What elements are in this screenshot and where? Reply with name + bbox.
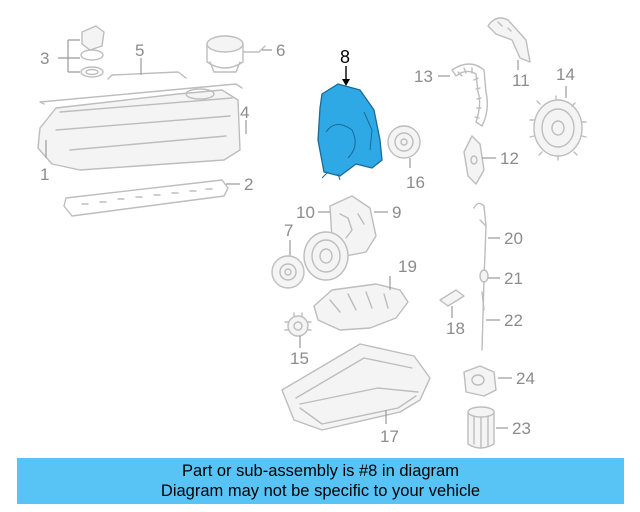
callout-16: 16 bbox=[406, 173, 425, 192]
callout-23: 23 bbox=[512, 419, 531, 438]
callout-14: 14 bbox=[556, 65, 575, 84]
parts-diagram: 3 5 6 1 4 2 8 16 bbox=[37, 17, 587, 449]
callout-21: 21 bbox=[504, 269, 523, 288]
callout-7: 7 bbox=[284, 221, 293, 240]
banner-line-2: Diagram may not be specific to your vehi… bbox=[160, 482, 481, 500]
camshaft-sprocket-part[interactable] bbox=[529, 95, 587, 161]
oil-filter-housing-part[interactable] bbox=[463, 365, 497, 397]
callout-3: 3 bbox=[40, 49, 49, 68]
callout-4: 4 bbox=[240, 103, 249, 122]
callout-8: 8 bbox=[340, 47, 350, 67]
callout-9: 9 bbox=[392, 203, 401, 222]
oil-filler-cap-part[interactable] bbox=[80, 25, 105, 78]
cylinder-head-gasket-part[interactable] bbox=[63, 179, 229, 217]
callout-20: 20 bbox=[504, 229, 523, 248]
valve-cover-part[interactable] bbox=[37, 83, 243, 171]
oil-pan-part[interactable] bbox=[281, 343, 431, 431]
seal-flange-part[interactable] bbox=[303, 231, 349, 281]
timing-belt-cover-part[interactable] bbox=[317, 83, 383, 181]
callout-5: 5 bbox=[135, 41, 144, 60]
info-banner: Part or sub-assembly is #8 in diagram Di… bbox=[17, 458, 624, 504]
crankshaft-pulley-part[interactable] bbox=[271, 255, 305, 289]
breather-valve-part[interactable] bbox=[206, 35, 266, 73]
oil-level-sensor-part[interactable] bbox=[439, 289, 465, 307]
oil-filter-part[interactable] bbox=[467, 406, 495, 449]
tensioner-pulley-part[interactable] bbox=[387, 125, 421, 159]
callout-24: 24 bbox=[516, 369, 535, 388]
oil-pump-part[interactable] bbox=[313, 283, 409, 331]
tensioner-part[interactable] bbox=[463, 135, 485, 185]
callout-6: 6 bbox=[276, 41, 285, 60]
callout-12: 12 bbox=[500, 149, 519, 168]
callout-2: 2 bbox=[244, 175, 253, 194]
callout-3-leader bbox=[58, 39, 80, 73]
crankshaft-sprocket-part[interactable] bbox=[284, 312, 312, 337]
callout-1: 1 bbox=[40, 165, 49, 184]
callout-18: 18 bbox=[446, 319, 465, 338]
callout-15: 15 bbox=[290, 349, 309, 368]
valve-cover-gasket-part[interactable] bbox=[107, 71, 187, 80]
upper-timing-cover-part[interactable] bbox=[487, 17, 531, 63]
callout-11: 11 bbox=[512, 71, 530, 90]
timing-belt-part[interactable] bbox=[451, 63, 489, 127]
callout-17: 17 bbox=[380, 427, 399, 446]
banner-line-1: Part or sub-assembly is #8 in diagram bbox=[182, 462, 459, 480]
callout-22: 22 bbox=[504, 311, 523, 330]
dipstick-part[interactable] bbox=[473, 202, 489, 351]
callout-10: 10 bbox=[296, 203, 315, 222]
callout-19: 19 bbox=[398, 257, 417, 276]
callout-13: 13 bbox=[414, 67, 433, 86]
